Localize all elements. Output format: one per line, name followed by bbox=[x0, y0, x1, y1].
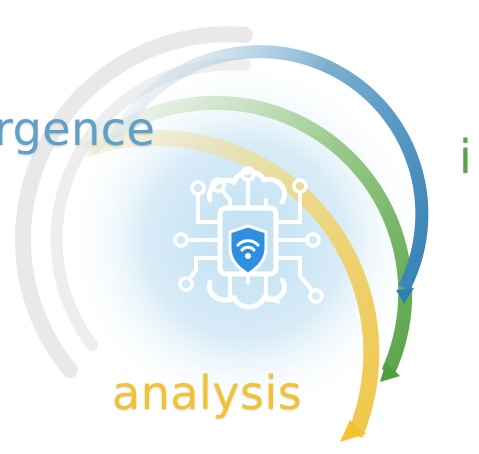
circuit-chip-shield-wifi-icon bbox=[173, 166, 324, 310]
grey-arc-outer bbox=[14, 26, 253, 378]
label-right-edge: i bbox=[459, 130, 473, 184]
label-emergence: rgence bbox=[0, 102, 156, 156]
yellow-arrowhead bbox=[340, 420, 366, 442]
blue-arrowhead bbox=[396, 288, 414, 304]
blue-arc bbox=[109, 45, 429, 291]
label-analysis: analysis bbox=[112, 366, 303, 420]
yellow-arc bbox=[82, 129, 380, 439]
green-arrowhead bbox=[380, 362, 400, 382]
